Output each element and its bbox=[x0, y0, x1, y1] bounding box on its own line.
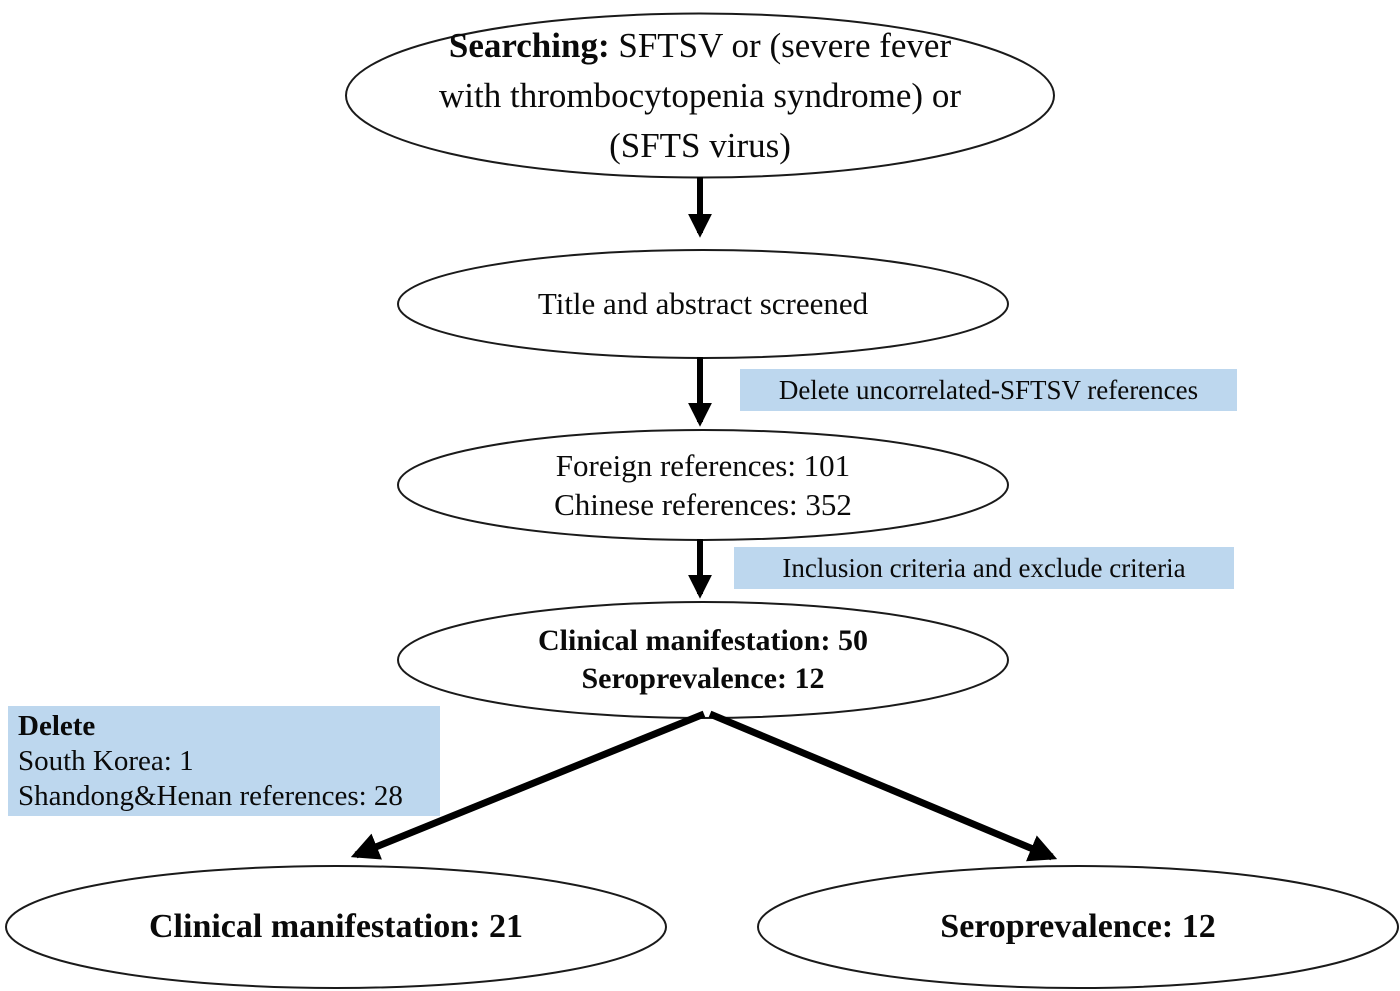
clinical-final-text: Clinical manifestation: 21 bbox=[149, 908, 523, 945]
node-references: Foreign references: 101 Chinese referenc… bbox=[398, 430, 1008, 540]
ellipse-clinical-final bbox=[5, 865, 667, 989]
node-searching: Searching: SFTSV or (severe fever with t… bbox=[345, 13, 1055, 178]
criteria-text: Inclusion criteria and exclude criteria bbox=[782, 552, 1186, 583]
chinese-references-count: Chinese references: 352 bbox=[554, 487, 852, 522]
seroprevalence-count: Seroprevalence: 12 bbox=[581, 662, 825, 695]
annotation-delete-uncorrelated: Delete uncorrelated-SFTSV references bbox=[740, 369, 1237, 411]
delete-box-shandong-henan: Shandong&Henan references: 28 bbox=[18, 780, 403, 812]
node-seroprevalence-final: Seroprevalence: 12 bbox=[758, 866, 1398, 988]
searching-text: Searching: SFTSV or (severe fever with t… bbox=[428, 21, 973, 171]
screened-text: Title and abstract screened bbox=[537, 286, 869, 321]
ellipse-seroprevalence-final bbox=[757, 865, 1399, 989]
delete-uncorrelated-text: Delete uncorrelated-SFTSV references bbox=[778, 374, 1199, 405]
searching-query-text: SFTSV or (severe fever with thrombocytop… bbox=[439, 25, 961, 165]
node-screened: Title and abstract screened bbox=[398, 250, 1008, 358]
node-selected: Clinical manifestation: 50 Seroprevalenc… bbox=[398, 602, 1008, 718]
foreign-references-count: Foreign references: 101 bbox=[555, 448, 851, 483]
annotation-criteria: Inclusion criteria and exclude criteria bbox=[734, 547, 1234, 589]
arrow-selected-to-clinical bbox=[350, 710, 706, 860]
delete-box-south-korea: South Korea: 1 bbox=[18, 745, 194, 777]
seroprevalence-final-text: Seroprevalence: 12 bbox=[940, 908, 1216, 945]
clinical-manifestation-count: Clinical manifestation: 50 bbox=[538, 624, 868, 657]
searching-bold-label: Searching: bbox=[448, 25, 610, 65]
delete-box-title: Delete bbox=[18, 710, 96, 742]
annotation-delete-box: Delete South Korea: 1 Shandong&Henan ref… bbox=[8, 706, 440, 816]
node-clinical-final: Clinical manifestation: 21 bbox=[6, 866, 666, 988]
arrow-selected-to-seroprevalence bbox=[708, 710, 1058, 862]
